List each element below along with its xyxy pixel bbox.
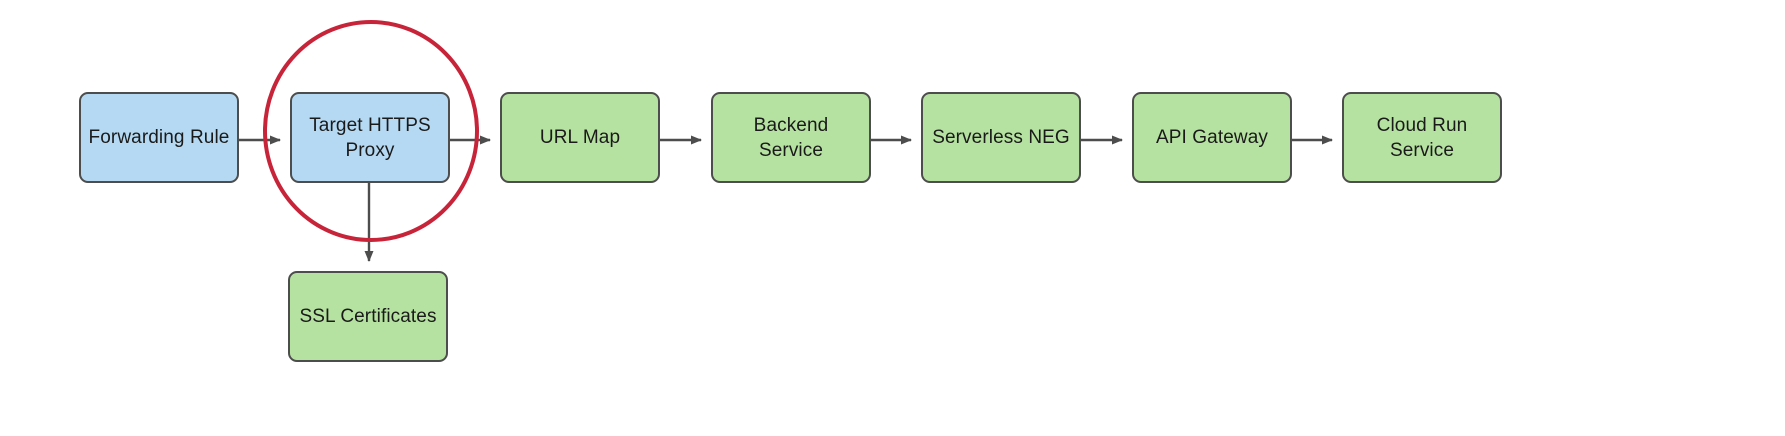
node-cloud-run-service[interactable]: Cloud Run Service (1342, 92, 1502, 183)
node-serverless-neg[interactable]: Serverless NEG (921, 92, 1081, 183)
node-label-serverless-neg: Serverless NEG (932, 127, 1070, 148)
node-label-ssl-certificates: SSL Certificates (299, 306, 437, 327)
node-label-forwarding-rule: Forwarding Rule (88, 127, 230, 148)
node-label-url-map: URL Map (539, 127, 621, 148)
node-target-https-proxy[interactable]: Target HTTPS Proxy (290, 92, 450, 183)
node-api-gateway[interactable]: API Gateway (1132, 92, 1292, 183)
node-label-api-gateway: API Gateway (1156, 127, 1268, 148)
node-ssl-certificates[interactable]: SSL Certificates (288, 271, 448, 362)
node-label-backend-service: Backend Service (753, 114, 829, 161)
node-url-map[interactable]: URL Map (500, 92, 660, 183)
node-forwarding-rule[interactable]: Forwarding Rule (79, 92, 239, 183)
node-label-target-https-proxy: Target HTTPS Proxy (309, 114, 431, 161)
node-backend-service[interactable]: Backend Service (711, 92, 871, 183)
node-label-cloud-run-service: Cloud Run Service (1376, 114, 1468, 161)
